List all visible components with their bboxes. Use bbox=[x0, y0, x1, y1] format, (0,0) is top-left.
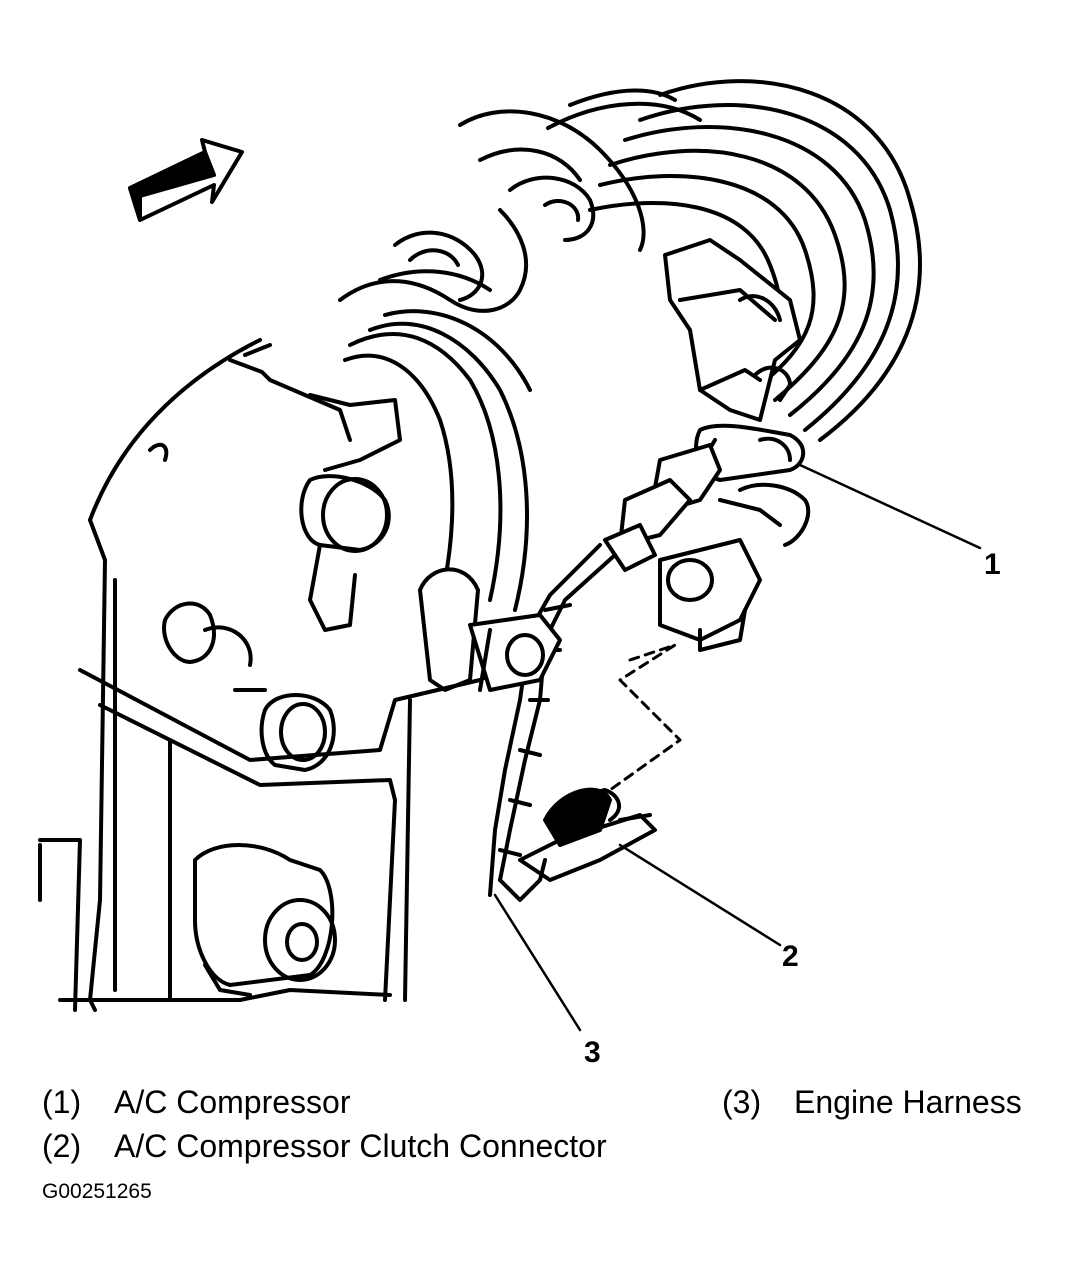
legend-label-1: A/C Compressor bbox=[114, 1084, 351, 1120]
mounting-bosses bbox=[162, 474, 480, 772]
compressor-housing bbox=[88, 109, 646, 642]
callout-2: 2 bbox=[782, 940, 799, 973]
leader-line-1 bbox=[798, 463, 982, 550]
leader-line-3 bbox=[493, 893, 582, 1032]
engine-block bbox=[38, 518, 522, 1012]
engine-harness-wire bbox=[468, 543, 617, 897]
clutch-connector-assembly bbox=[603, 423, 811, 652]
legend-num-1: (1) bbox=[42, 1084, 82, 1120]
callout-1: 1 bbox=[984, 548, 1001, 581]
legend-label-3: Engine Harness bbox=[794, 1084, 1022, 1120]
legend-num-3: (3) bbox=[722, 1084, 762, 1120]
callout-3: 3 bbox=[584, 1036, 601, 1069]
connector-2 bbox=[498, 787, 657, 902]
compressor-bracket bbox=[663, 238, 802, 422]
reference-dashed-line bbox=[608, 643, 682, 792]
legend-label-2: A/C Compressor Clutch Connector bbox=[114, 1128, 607, 1164]
compressor-pulley bbox=[546, 79, 922, 442]
direction-arrow-icon bbox=[128, 138, 244, 222]
legend-num-2: (2) bbox=[42, 1128, 82, 1164]
leader-line-2 bbox=[618, 843, 782, 947]
legend-item-2: (2) A/C Compressor Clutch Connector bbox=[42, 1128, 607, 1165]
legend-item-3: (3) Engine Harness bbox=[722, 1084, 1022, 1121]
legend-item-1: (1) A/C Compressor bbox=[42, 1084, 351, 1121]
engine-diagram bbox=[38, 79, 982, 1032]
figure-id: G00251265 bbox=[42, 1180, 152, 1203]
